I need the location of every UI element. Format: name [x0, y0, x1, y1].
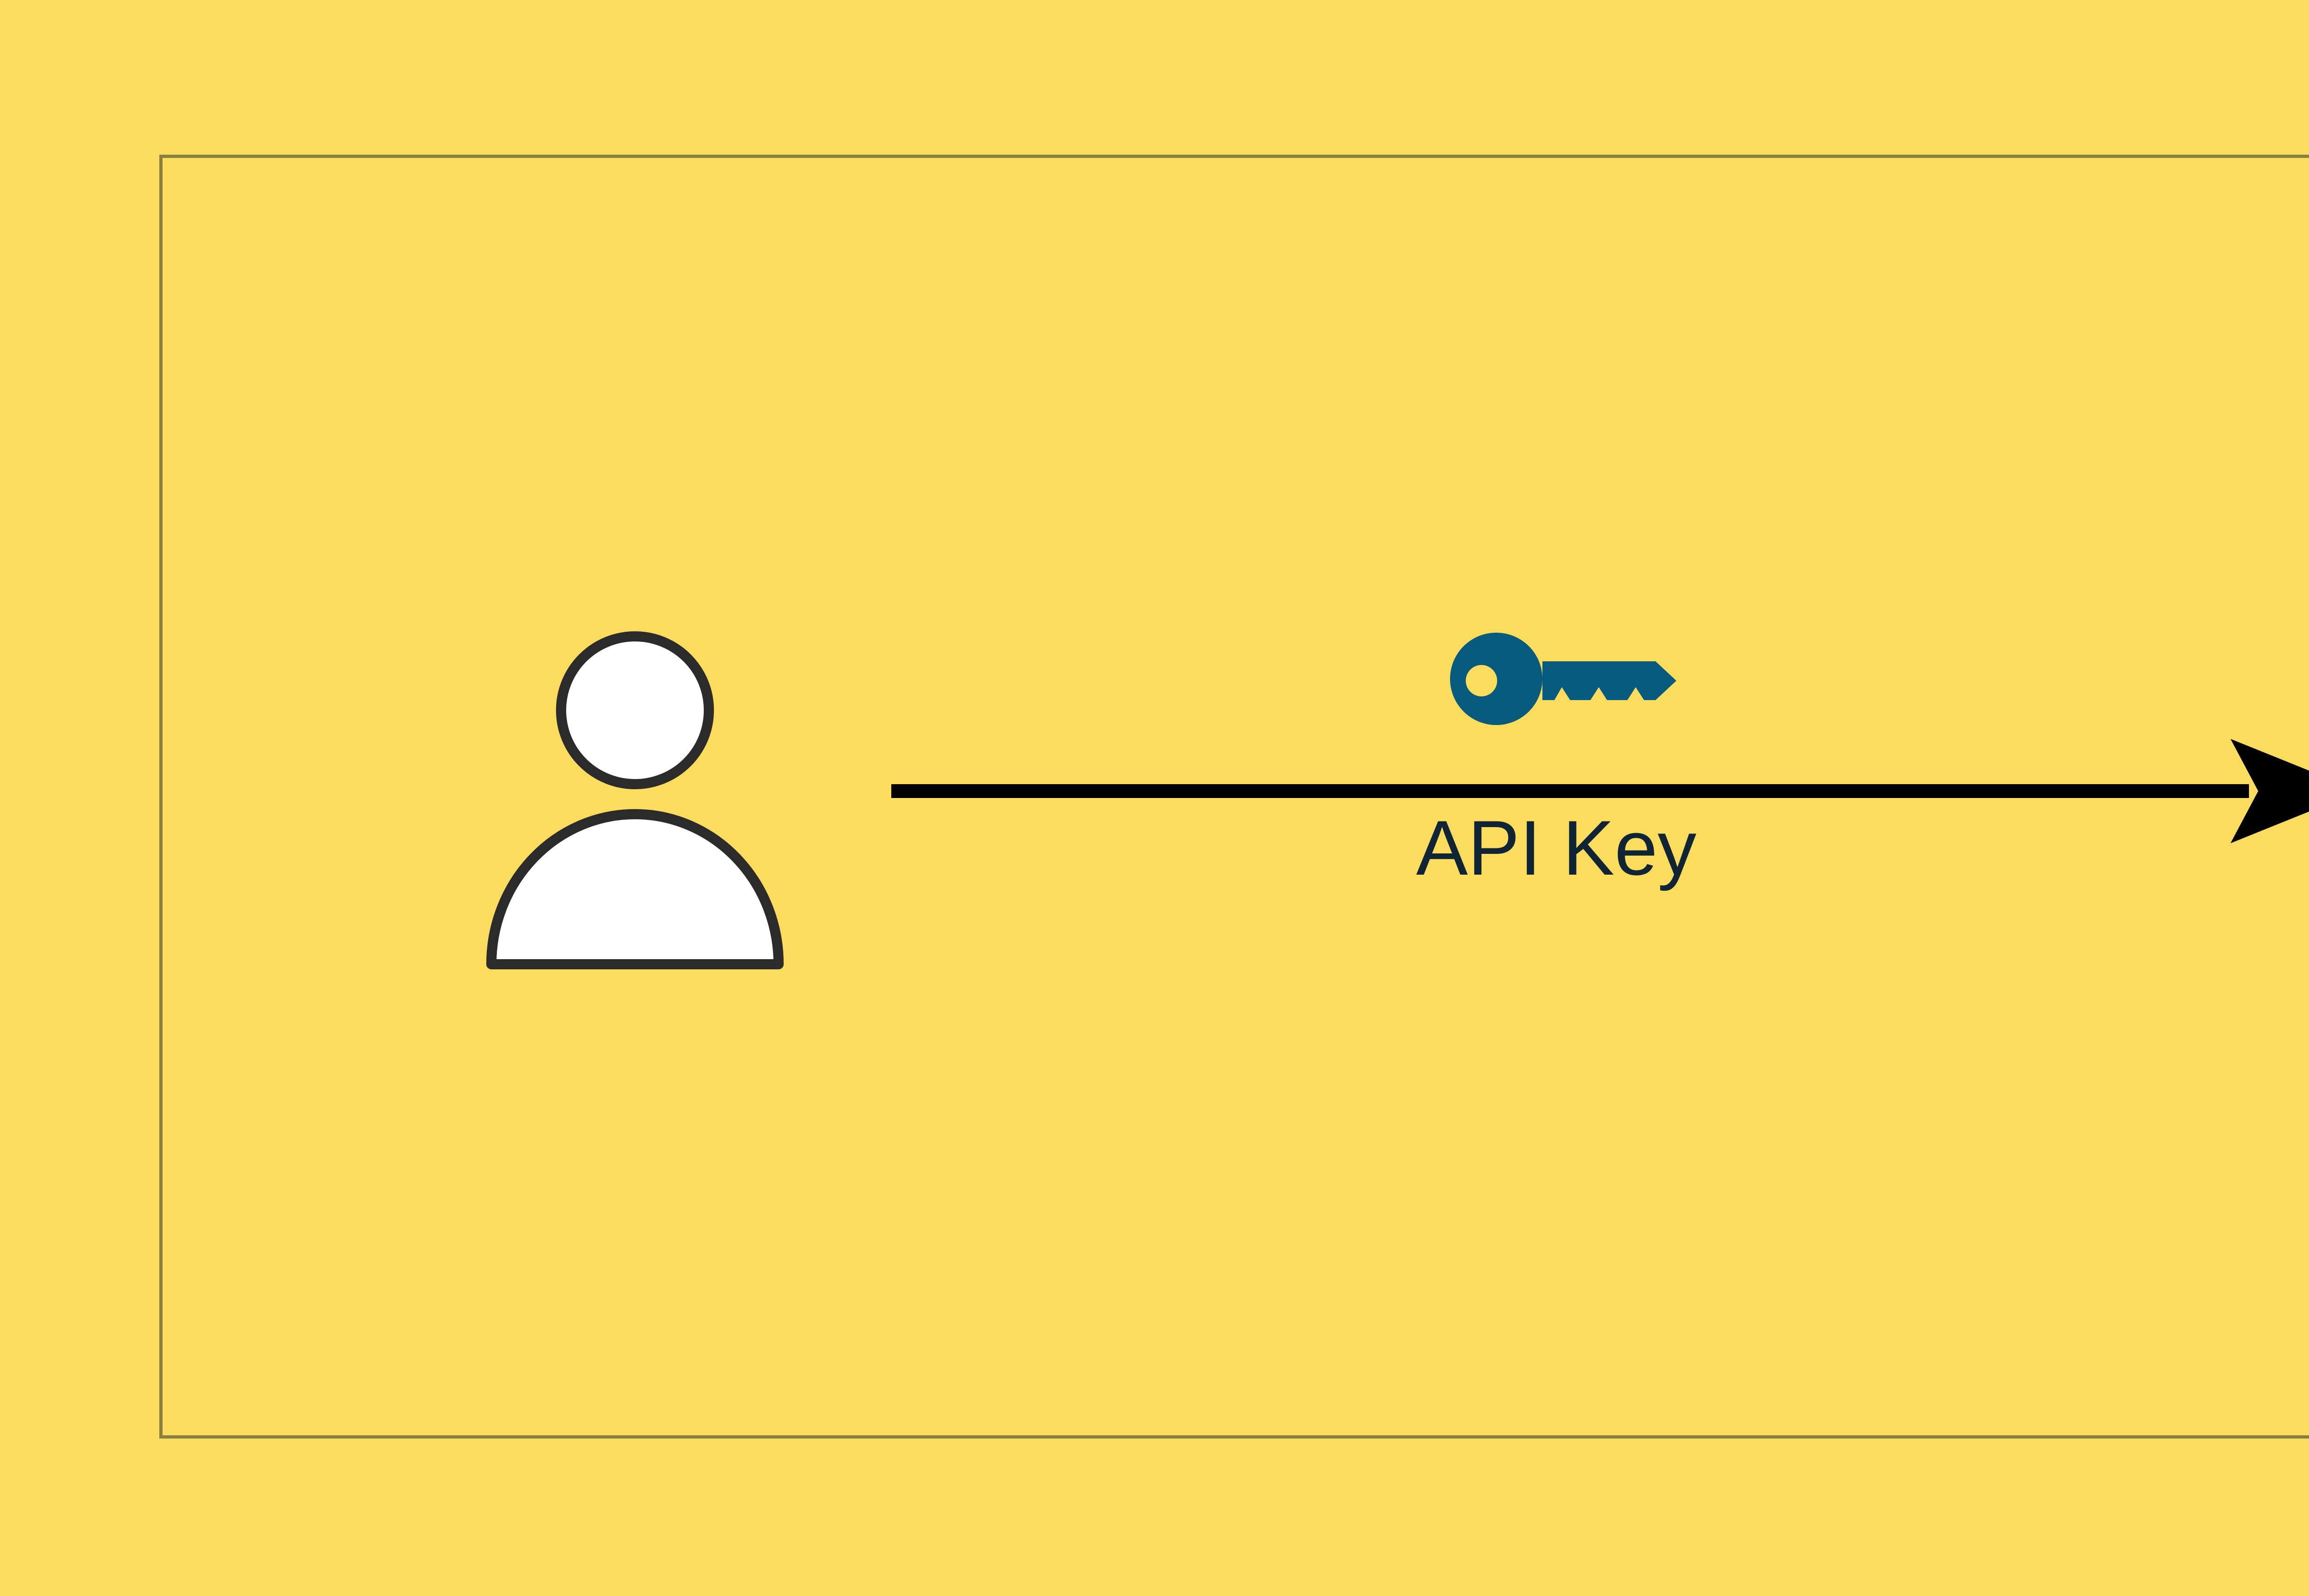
- footer-hashtag: #YogeshOnCloud: [0, 1473, 2309, 1539]
- user-person-icon: [480, 628, 790, 970]
- flow-arrow: [891, 739, 2309, 845]
- key-icon: [1445, 633, 1681, 725]
- diagram-frame: [159, 155, 2309, 1439]
- flow-arrow-label: API Key: [1416, 804, 1697, 891]
